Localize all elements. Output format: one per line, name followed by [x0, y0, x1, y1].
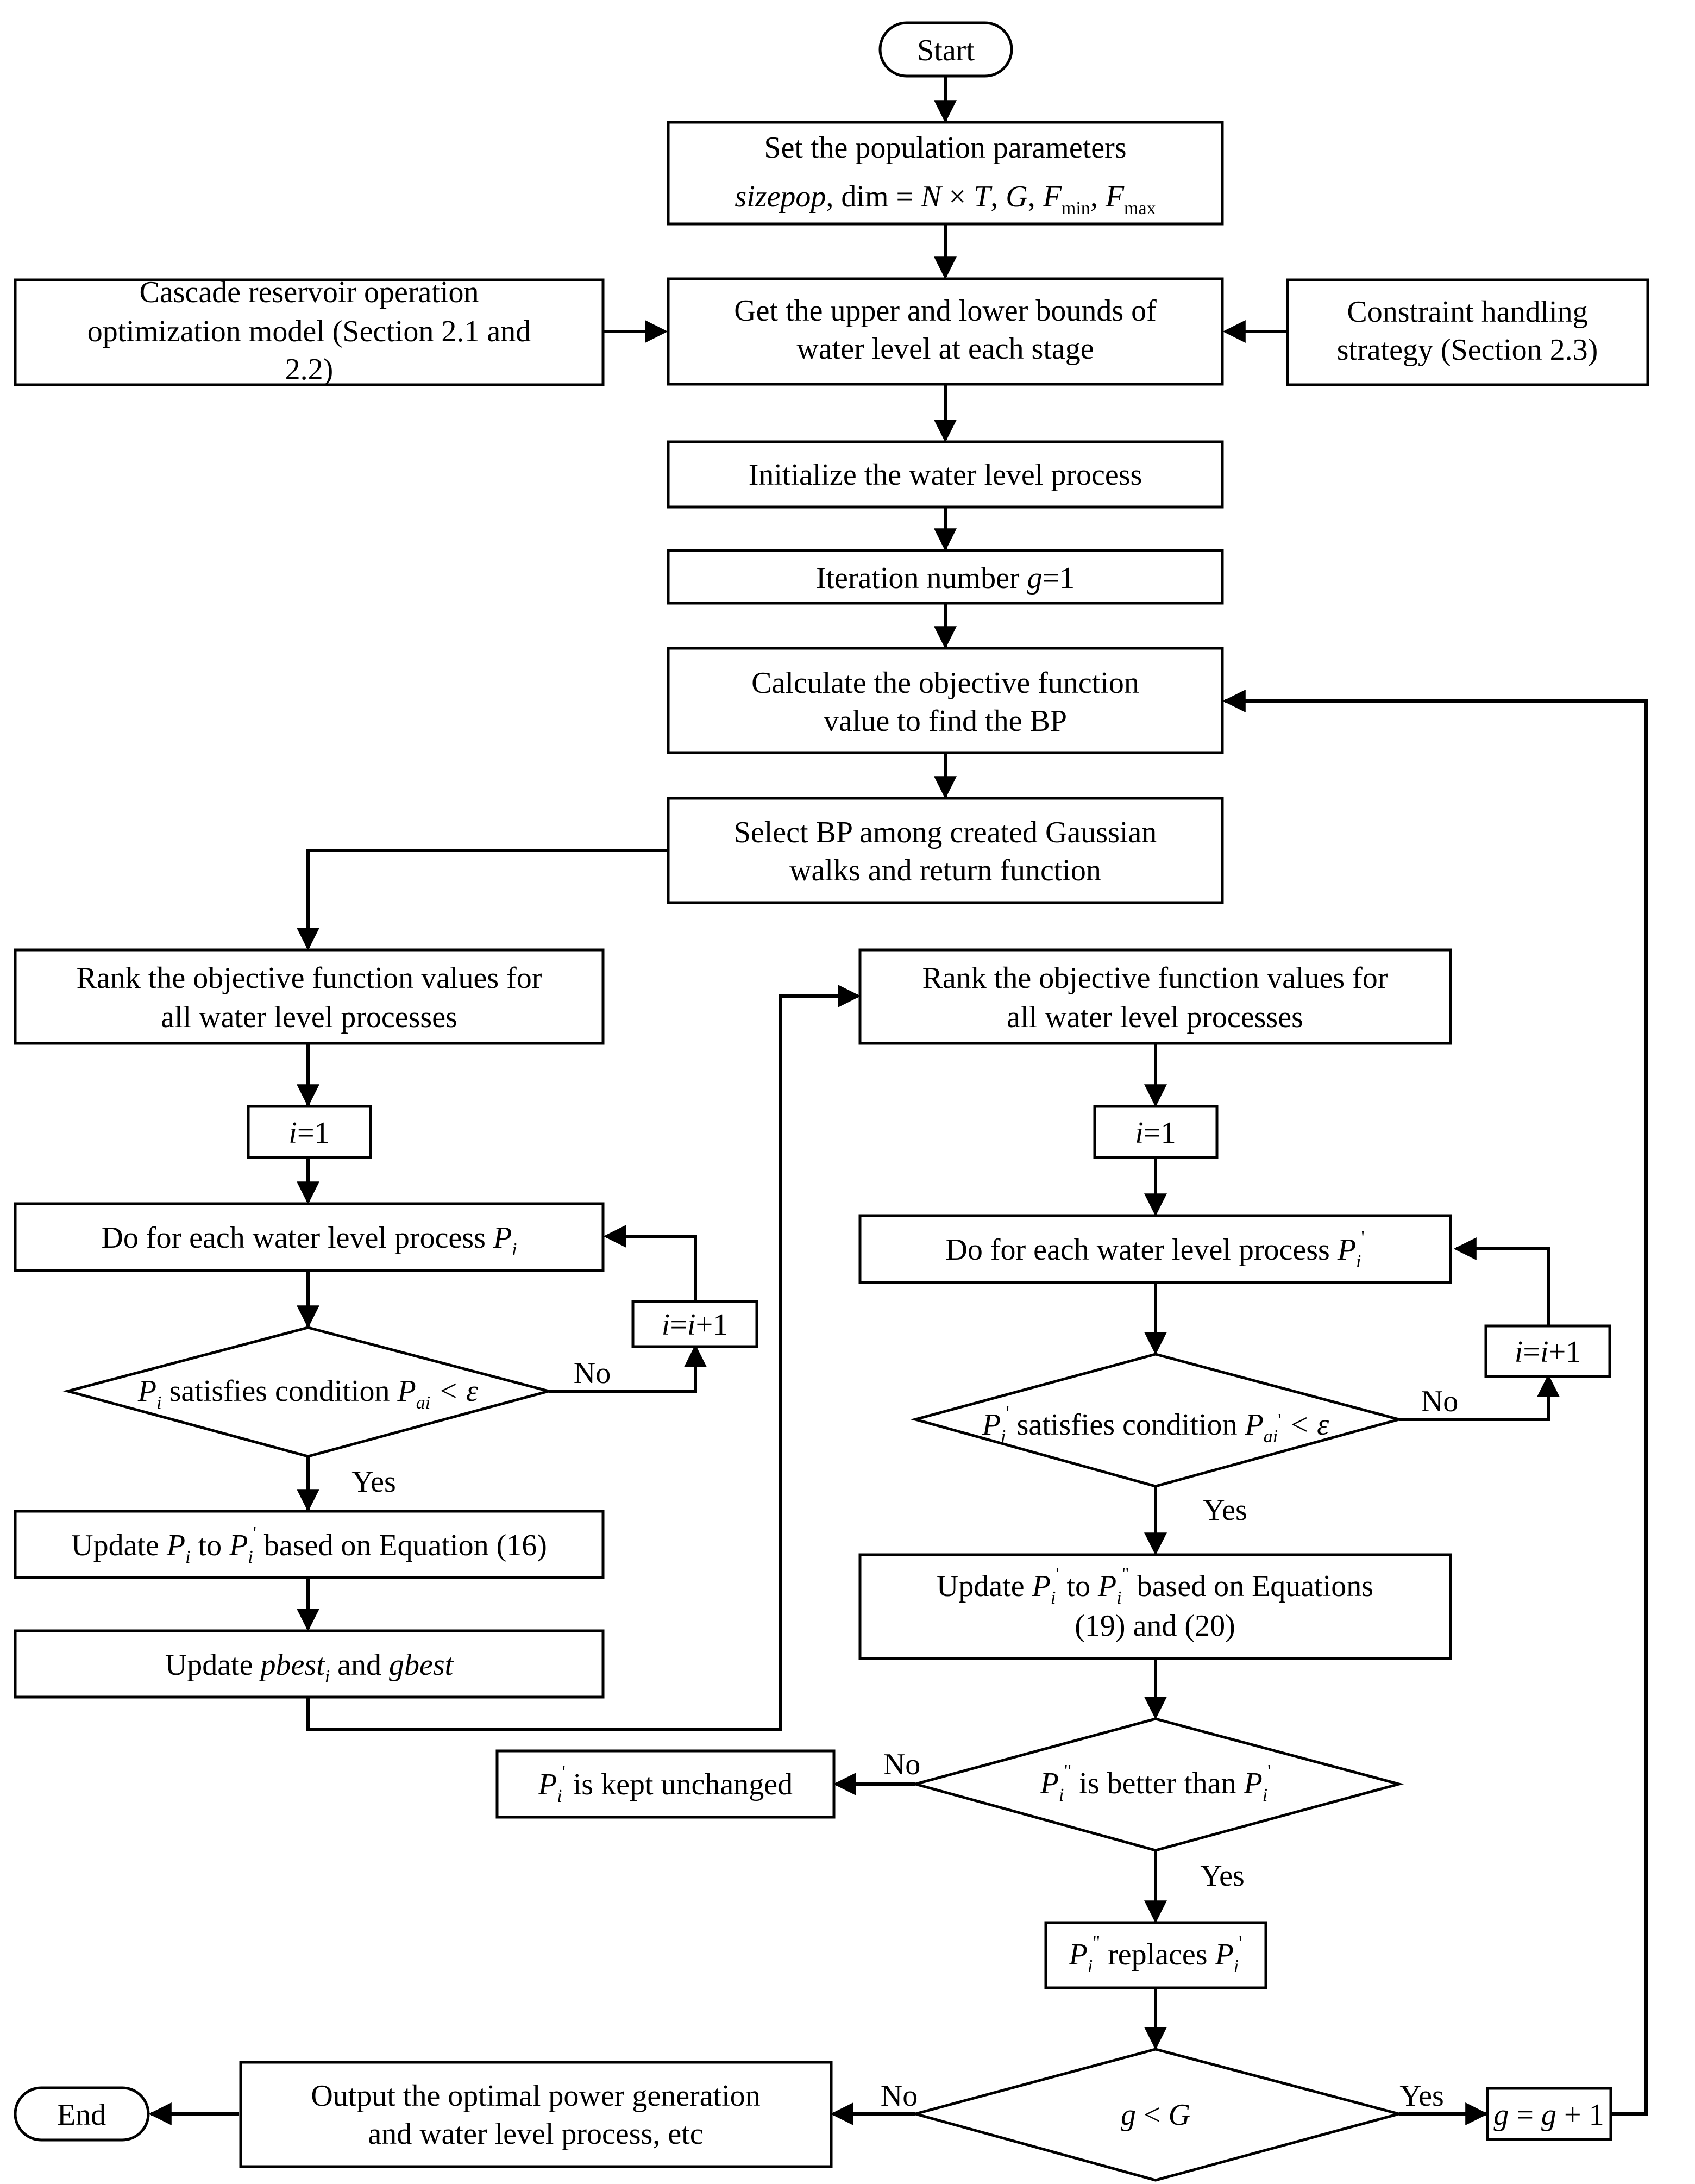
i1-right-label: i=1 [1135, 1116, 1176, 1150]
rank-left-box: Rank the objective function values for a… [14, 948, 605, 1045]
inc-right-box: i=i+1 [1484, 1324, 1611, 1378]
edge-updatebest-rankright [306, 985, 861, 1731]
kept-label: Pi' is kept unchanged [538, 1762, 793, 1806]
output-line1: Output the optimal power generation [311, 2079, 760, 2113]
inc-right-label: i=i+1 [1515, 1335, 1581, 1369]
select-bp-line2: walks and return function [789, 854, 1101, 887]
calc-obj-box: Calculate the objective function value t… [667, 647, 1224, 754]
better-no-label: No [883, 1748, 920, 1781]
set-params-box: Set the population parameters sizepop, d… [667, 121, 1224, 226]
rank-right-line1: Rank the objective function values for [922, 961, 1388, 995]
cond-left-diamond: Pi satisfies condition Pai < ε [62, 1326, 554, 1458]
g-lt-G-label: g < G [1121, 2098, 1190, 2132]
update-right-line1: Update Pi' to Pi" based on Equations [937, 1564, 1373, 1608]
constraint-line2: strategy (Section 2.3) [1337, 333, 1598, 367]
constraint-line1: Constraint handling [1347, 295, 1587, 329]
output-box: Output the optimal power generation and … [239, 2061, 833, 2168]
cond-left-label: Pi satisfies condition Pai < ε [137, 1374, 479, 1413]
rank-left-line1: Rank the objective function values for [77, 961, 542, 995]
cond-right-label: Pi' satisfies condition Pai' < ε [982, 1403, 1329, 1447]
cascade-model-line2: optimization model (Section 2.1 and [87, 315, 531, 348]
update-right-box: Update Pi' to Pi" based on Equations (19… [858, 1553, 1452, 1660]
i1-right-box: i=1 [1093, 1105, 1219, 1159]
g-lt-G-no-label: No [881, 2079, 918, 2113]
i1-left-label: i=1 [288, 1116, 329, 1150]
cascade-model-box: Cascade reservoir operation optimization… [14, 276, 605, 386]
cond-left-yes-label: Yes [351, 1465, 395, 1499]
g-inc-box: g = g + 1 [1486, 2087, 1612, 2141]
start-terminal: Start [878, 21, 1013, 78]
set-params-line1: Set the population parameters [764, 131, 1126, 165]
do-left-box: Do for each water level process Pi [14, 1202, 605, 1272]
constraint-box: Constraint handling strategy (Section 2.… [1286, 278, 1649, 386]
cascade-model-line1: Cascade reservoir operation [139, 276, 479, 309]
get-bounds-line1: Get the upper and lower bounds of [734, 294, 1157, 328]
cond-right-diamond: Pi' satisfies condition Pai' < ε [910, 1353, 1404, 1488]
better-yes-label: Yes [1200, 1859, 1244, 1893]
cond-right-yes-label: Yes [1203, 1493, 1247, 1527]
edge-condleft-incleft-no [549, 1344, 707, 1393]
init-box: Initialize the water level process [667, 440, 1224, 509]
get-bounds-line2: water level at each stage [796, 332, 1094, 366]
update-best-box: Update pbesti and gbest [14, 1629, 605, 1699]
do-right-box: Do for each water level process Pi' [858, 1214, 1452, 1284]
iteration-label: Iteration number g=1 [816, 561, 1075, 595]
select-bp-line1: Select BP among created Gaussian [734, 816, 1157, 849]
replaces-label: Pi" replaces Pi' [1069, 1932, 1242, 1976]
edges [148, 76, 1648, 2125]
g-inc-label: g = g + 1 [1493, 2098, 1604, 2132]
inc-left-label: i=i+1 [662, 1308, 728, 1342]
output-line2: and water level process, etc [368, 2117, 703, 2151]
iteration-box: Iteration number g=1 [667, 549, 1224, 605]
replaces-box: Pi" replaces Pi' [1044, 1921, 1267, 1989]
better-label: Pi" is better than Pi' [1040, 1761, 1271, 1805]
update-right-line2: (19) and (20) [1075, 1609, 1235, 1643]
do-left-label: Do for each water level process Pi [101, 1221, 517, 1260]
set-params-formula: sizepop, dim = N × T, G, Fmin, Fmax [734, 180, 1156, 218]
g-lt-G-diamond: g < G [910, 2048, 1404, 2182]
rank-left-line2: all water level processes [161, 1000, 457, 1034]
update-best-label: Update pbesti and gbest [165, 1648, 454, 1687]
start-label: Start [917, 34, 975, 67]
i1-left-box: i=1 [247, 1105, 372, 1159]
edge-incleft-doleft [603, 1225, 697, 1301]
calc-obj-line2: value to find the BP [824, 704, 1067, 738]
select-bp-box: Select BP among created Gaussian walks a… [667, 797, 1224, 904]
rank-right-line2: all water level processes [1007, 1000, 1303, 1034]
update-left-box: Update Pi to Pi' based on Equation (16) [14, 1510, 605, 1579]
kept-box: Pi' is kept unchanged [495, 1749, 836, 1819]
cascade-model-line3: 2.2) [285, 353, 334, 386]
rank-right-box: Rank the objective function values for a… [858, 948, 1452, 1045]
get-bounds-box: Get the upper and lower bounds of water … [667, 277, 1224, 386]
cond-right-no-label: No [1421, 1385, 1458, 1418]
g-lt-G-yes-label: Yes [1399, 2079, 1443, 2113]
init-label: Initialize the water level process [749, 458, 1142, 492]
edge-condright-incright-no [1399, 1374, 1560, 1421]
end-label: End [57, 2098, 106, 2132]
edge-ginc-calc [1222, 690, 1648, 2116]
end-terminal: End [14, 2086, 150, 2142]
edge-incright-doright [1453, 1237, 1550, 1326]
cond-left-no-label: No [574, 1356, 611, 1390]
better-diamond: Pi" is better than Pi' [910, 1717, 1404, 1852]
calc-obj-line1: Calculate the objective function [751, 666, 1139, 700]
do-right-label: Do for each water level process Pi' [945, 1228, 1364, 1272]
edge-select-rankleft [297, 849, 668, 951]
update-left-label: Update Pi to Pi' based on Equation (16) [71, 1523, 547, 1567]
inc-left-box: i=i+1 [631, 1300, 758, 1348]
